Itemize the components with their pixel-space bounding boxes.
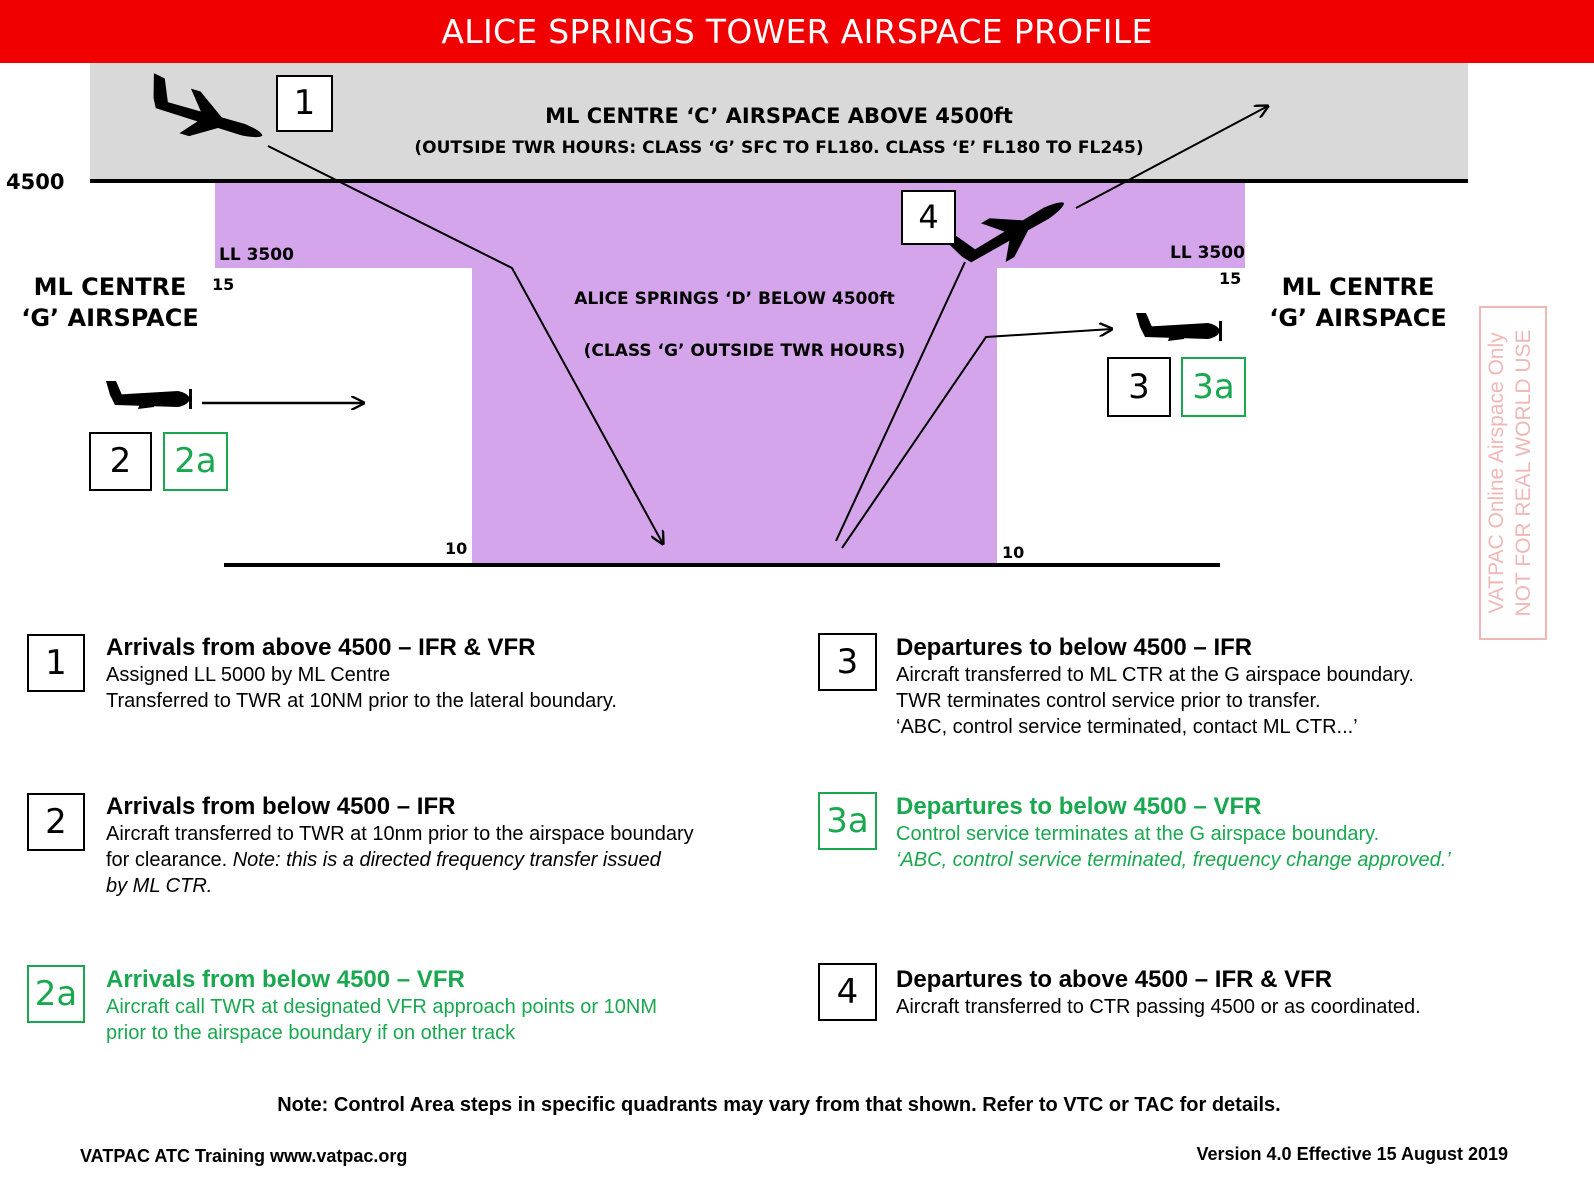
distance-label-10-right: 10 [1002,543,1025,562]
marker-4: 4 [901,190,956,245]
marker-1: 1 [276,75,333,132]
legend-title-4: Departures to above 4500 – IFR & VFR [896,966,1333,993]
class-d-airspace [215,182,1245,564]
legend-text-2-line1: Aircraft transferred to TWR at 10nm prio… [106,823,694,845]
title-bar [0,0,1594,63]
legend-text-3-line1: Aircraft transferred to ML CTR at the G … [896,664,1414,686]
legend-text-3a-line2: ‘ABC, control service terminated, freque… [896,849,1451,871]
marker-3a: 3a [1181,357,1246,417]
jet-icon [153,73,263,138]
legend-text-2-line3: by ML CTR. [106,875,213,897]
marker-3: 3 [1107,357,1171,417]
legend-item-4: Departures to above 4500 – IFR & VFR Air… [896,966,1421,1020]
legend-text-3a-line1: Control service terminates at the G airs… [896,823,1380,845]
legend-text-4-line1: Aircraft transferred to CTR passing 4500… [896,996,1421,1018]
watermark-line1: VATPAC Online Airspace Only [1485,332,1508,614]
legend-text-2-line2-note: Note: this is a directed frequency trans… [232,849,661,871]
watermark-frame [1479,306,1547,640]
distance-label-10-left: 10 [445,539,468,558]
legend-title-2: Arrivals from below 4500 – IFR [106,793,456,820]
g-airspace-left-line2: ‘G’ AIRSPACE [21,304,199,332]
watermark: VATPAC Online Airspace Only NOT FOR REAL… [1483,303,1543,643]
legend-text-2a-line1: Aircraft call TWR at designated VFR appr… [106,996,657,1018]
marker-2: 2 [89,432,152,491]
path-1-arrival [267,145,663,544]
legend-marker-2: 2 [27,793,85,851]
g-airspace-label-right: ML CENTRE ‘G’ AIRSPACE [1260,272,1456,334]
watermark-line2: NOT FOR REAL WORLD USE [1512,329,1535,617]
legend-title-3: Departures to below 4500 – IFR [896,634,1253,661]
g-airspace-label-left: ML CENTRE ‘G’ AIRSPACE [10,272,210,334]
class-d-title: ALICE SPRINGS ‘D’ BELOW 4500ft [574,289,895,309]
altitude-label-4500: 4500 [6,170,65,194]
footnote: Note: Control Area steps in specific qua… [277,1094,1281,1116]
class-c-subtitle: (OUTSIDE TWR HOURS: CLASS ‘G’ SFC TO FL1… [414,138,1144,158]
legend-item-3: Departures to below 4500 – IFR Aircraft … [896,634,1414,740]
lower-limit-label-right: LL 3500 [1170,243,1245,263]
legend-text-2-line2: for clearance. Note: this is a directed … [106,847,694,873]
legend-marker-1: 1 [27,634,85,692]
legend-title-1: Arrivals from above 4500 – IFR & VFR [106,634,536,661]
path-4-climb [835,261,966,542]
page-title: ALICE SPRINGS TOWER AIRSPACE PROFILE [441,12,1153,51]
class-c-title: ML CENTRE ‘C’ AIRSPACE ABOVE 4500ft [545,104,1013,128]
legend-text-3-line3: ‘ABC, control service terminated, contac… [896,716,1358,738]
legend-item-2a: Arrivals from below 4500 – VFR Aircraft … [106,966,657,1046]
legend-text-3-line2: TWR terminates control service prior to … [896,690,1321,712]
path-3-departure [841,329,1112,549]
g-airspace-left-line1: ML CENTRE [33,273,187,301]
distance-label-15-left: 15 [212,275,235,294]
legend-text-1-line1: Assigned LL 5000 by ML Centre [106,664,391,686]
legend-item-3a: Departures to below 4500 – VFR Control s… [896,793,1451,873]
footer-left: VATPAC ATC Training www.vatpac.org [80,1146,408,1166]
jet-icon [944,202,1064,263]
g-airspace-right-line1: ML CENTRE [1281,273,1435,301]
legend-marker-3: 3 [818,633,877,691]
legend-title-3a: Departures to below 4500 – VFR [896,793,1262,820]
legend-item-1: Arrivals from above 4500 – IFR & VFR Ass… [106,634,617,714]
marker-2a: 2a [163,432,228,491]
legend-text-2-line2-plain: for clearance. [106,849,233,871]
distance-label-15-right: 15 [1219,269,1242,288]
path-4-exit [1075,106,1268,209]
class-d-subtitle: (CLASS ‘G’ OUTSIDE TWR HOURS) [583,341,906,361]
g-airspace-right-line2: ‘G’ AIRSPACE [1269,304,1447,332]
legend-text-1-line2: Transferred to TWR at 10NM prior to the … [106,690,617,712]
legend-text-2a-line2: prior to the airspace boundary if on oth… [106,1022,516,1044]
legend-title-2a: Arrivals from below 4500 – VFR [106,966,465,993]
prop-plane-icon [1136,313,1222,341]
footer-version: Version 4.0 Effective 15 August 2019 [1196,1144,1508,1164]
legend-item-2: Arrivals from below 4500 – IFR Aircraft … [106,793,694,899]
legend-marker-4: 4 [818,963,877,1021]
lower-limit-label-left: LL 3500 [219,245,294,265]
prop-plane-icon [106,381,192,409]
legend-marker-3a: 3a [818,792,877,850]
legend-marker-2a: 2a [27,965,85,1023]
